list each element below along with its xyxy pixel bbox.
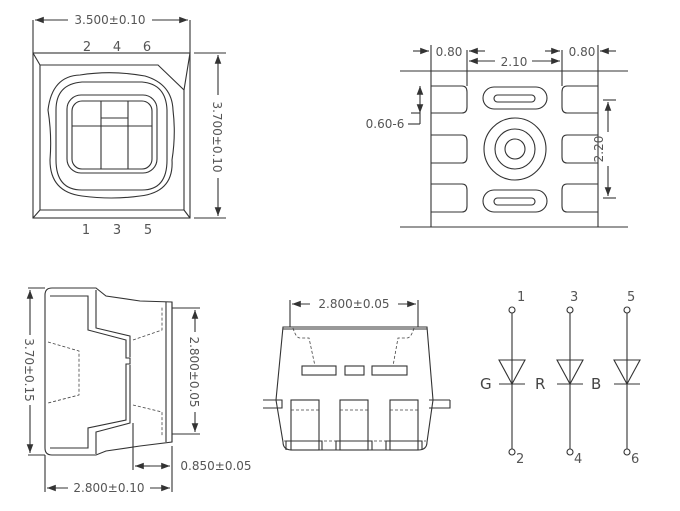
pin-label: 3 bbox=[570, 290, 578, 305]
diode-g: 1 2 G bbox=[480, 290, 526, 467]
pin-label: 4 bbox=[574, 452, 582, 467]
pad-view: 0.80 0.80 2.10 0.60-6 2.20 bbox=[366, 45, 628, 228]
top-view: 3.500±0.10 3.700±0.10 2 4 6 1 3 5 bbox=[32, 13, 226, 238]
pin-label: 1 bbox=[82, 223, 90, 238]
diode-r: 3 4 R bbox=[535, 290, 584, 467]
side-width-dim: 2.800±0.10 bbox=[73, 481, 144, 495]
pin-label: 1 bbox=[517, 290, 525, 305]
front-width-dim: 2.800±0.05 bbox=[318, 297, 389, 311]
pad-gap-dim: 2.10 bbox=[501, 55, 528, 69]
top-height-dim: 3.700±0.10 bbox=[210, 101, 224, 172]
side-lead-dim: 0.850±0.05 bbox=[180, 459, 251, 473]
front-view: 2.800±0.05 bbox=[263, 297, 451, 451]
pad-width-left-dim: 0.80 bbox=[436, 45, 463, 59]
pad-pitch-dim: 2.20 bbox=[592, 136, 606, 163]
pin-label: 2 bbox=[83, 40, 91, 55]
pin-label: 3 bbox=[113, 223, 121, 238]
side-height-dim: 3.70±0.15 bbox=[22, 338, 36, 402]
diode-label: B bbox=[591, 375, 601, 393]
pin-label: 6 bbox=[143, 40, 151, 55]
pin-label: 6 bbox=[631, 452, 639, 467]
diode-label: G bbox=[480, 375, 492, 393]
diode-label: R bbox=[535, 375, 545, 393]
side-view: 3.70±0.15 2.800±0.05 2.800±0.10 0.850±0.… bbox=[22, 287, 252, 495]
pad-height-dim: 0.60-6 bbox=[366, 117, 405, 131]
top-width-dim: 3.500±0.10 bbox=[74, 13, 145, 27]
pin-label: 5 bbox=[144, 223, 152, 238]
pad-width-right-dim: 0.80 bbox=[569, 45, 596, 59]
diode-b: 5 6 B bbox=[591, 290, 641, 467]
pin-label: 2 bbox=[516, 452, 524, 467]
schematic: 1 2 G 3 4 R 5 6 B bbox=[480, 290, 641, 467]
pin-label: 5 bbox=[627, 290, 635, 305]
pin-label: 4 bbox=[113, 40, 121, 55]
side-inner-dim: 2.800±0.05 bbox=[187, 336, 201, 407]
